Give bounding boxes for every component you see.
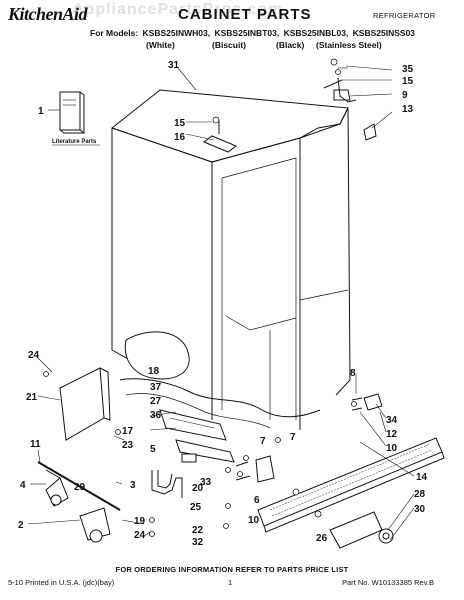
callout-15b: 15 bbox=[174, 118, 186, 129]
callout-16: 16 bbox=[174, 132, 186, 143]
callout-29: 29 bbox=[74, 482, 86, 493]
model-number: KSBS25INBT03, bbox=[214, 28, 280, 38]
page-title: CABINET PARTS bbox=[178, 6, 312, 23]
callout-10: 10 bbox=[386, 443, 398, 454]
finish-label: (White) bbox=[146, 40, 175, 50]
models-row: For Models: KSBS25INWH03, KSBS25INBT03, … bbox=[90, 28, 417, 38]
brand-logo: KitchenAid bbox=[8, 4, 88, 24]
callout-14: 14 bbox=[416, 472, 428, 483]
callout-5: 5 bbox=[150, 444, 156, 455]
finish-label: (Black) bbox=[276, 40, 305, 50]
callout-25: 25 bbox=[190, 502, 202, 513]
leader-lines bbox=[27, 65, 415, 541]
callout-35: 35 bbox=[402, 64, 414, 75]
top-hinge bbox=[323, 77, 357, 103]
callout-27: 27 bbox=[150, 396, 162, 407]
callout-9: 9 bbox=[402, 90, 408, 101]
callout-8: 8 bbox=[350, 368, 356, 379]
callout-22: 22 bbox=[192, 525, 204, 536]
leveling-rail bbox=[37, 461, 121, 543]
part-number: Part No. W10133385 Rev.B bbox=[342, 578, 434, 587]
callout-36: 36 bbox=[150, 410, 162, 421]
bottom-hinge bbox=[235, 455, 275, 483]
callout-7b: 7 bbox=[290, 432, 296, 443]
callout-2: 2 bbox=[18, 520, 24, 531]
evaporator-assembly bbox=[159, 409, 235, 463]
callout-7: 7 bbox=[260, 436, 266, 447]
finish-label: (Stainless Steel) bbox=[316, 40, 382, 50]
callout-26: 26 bbox=[316, 533, 328, 544]
access-panel bbox=[59, 367, 111, 441]
callout-15: 15 bbox=[402, 76, 414, 87]
appliance-type: REFRIGERATOR bbox=[373, 11, 436, 20]
center-hinge bbox=[203, 120, 237, 153]
callout-20: 20 bbox=[192, 483, 204, 494]
callout-1: 1 bbox=[38, 106, 44, 117]
literature-parts-label: Literature Parts bbox=[52, 139, 97, 145]
callout-6: 6 bbox=[254, 495, 260, 506]
callout-4: 4 bbox=[20, 480, 26, 491]
finish-row: (White) (Biscuit) (Black) (Stainless Ste… bbox=[90, 40, 390, 52]
base-grille bbox=[257, 437, 445, 533]
callout-3: 3 bbox=[130, 480, 136, 491]
callout-17: 17 bbox=[122, 426, 134, 437]
callout-32: 32 bbox=[192, 537, 204, 548]
callout-30: 30 bbox=[414, 504, 426, 515]
door-closer-bracket bbox=[351, 393, 383, 411]
callout-10b: 10 bbox=[248, 515, 260, 526]
literature-booklet bbox=[59, 91, 85, 134]
callout-13: 13 bbox=[402, 104, 414, 115]
callout-31: 31 bbox=[168, 60, 180, 71]
watermark: AppliancePartsPros.com bbox=[72, 1, 284, 18]
print-info: 5-10 Printed in U.S.A. (jdc)(bay) bbox=[8, 578, 115, 587]
callout-11: 11 bbox=[30, 439, 41, 450]
callout-12: 12 bbox=[386, 429, 398, 440]
callout-24: 24 bbox=[28, 350, 40, 361]
callout-28: 28 bbox=[414, 489, 426, 500]
callout-34: 34 bbox=[386, 415, 398, 426]
callout-24b: 24 bbox=[134, 530, 146, 541]
callout-33: 33 bbox=[200, 477, 212, 488]
model-number: KSBS25INBL03, bbox=[283, 28, 349, 38]
ordering-note: FOR ORDERING INFORMATION REFER TO PARTS … bbox=[115, 565, 349, 574]
model-number: KSBS25INWH03, bbox=[142, 28, 211, 38]
callout-19: 19 bbox=[134, 516, 146, 527]
page-number: 1 bbox=[228, 578, 233, 587]
fasteners bbox=[43, 58, 357, 537]
drain-tube bbox=[151, 470, 183, 498]
hinge-cover bbox=[363, 123, 377, 141]
callout-23: 23 bbox=[122, 440, 134, 451]
refrigerator-cabinet bbox=[110, 89, 351, 430]
machine-compartment bbox=[119, 331, 321, 429]
model-number: KSBS25INSS03 bbox=[352, 28, 416, 38]
finish-label: (Biscuit) bbox=[212, 40, 246, 50]
models-prefix: For Models: bbox=[90, 28, 139, 38]
callout-37: 37 bbox=[150, 382, 162, 393]
roller-assembly bbox=[329, 511, 394, 549]
callout-18: 18 bbox=[148, 366, 160, 377]
callout-21: 21 bbox=[26, 392, 38, 403]
